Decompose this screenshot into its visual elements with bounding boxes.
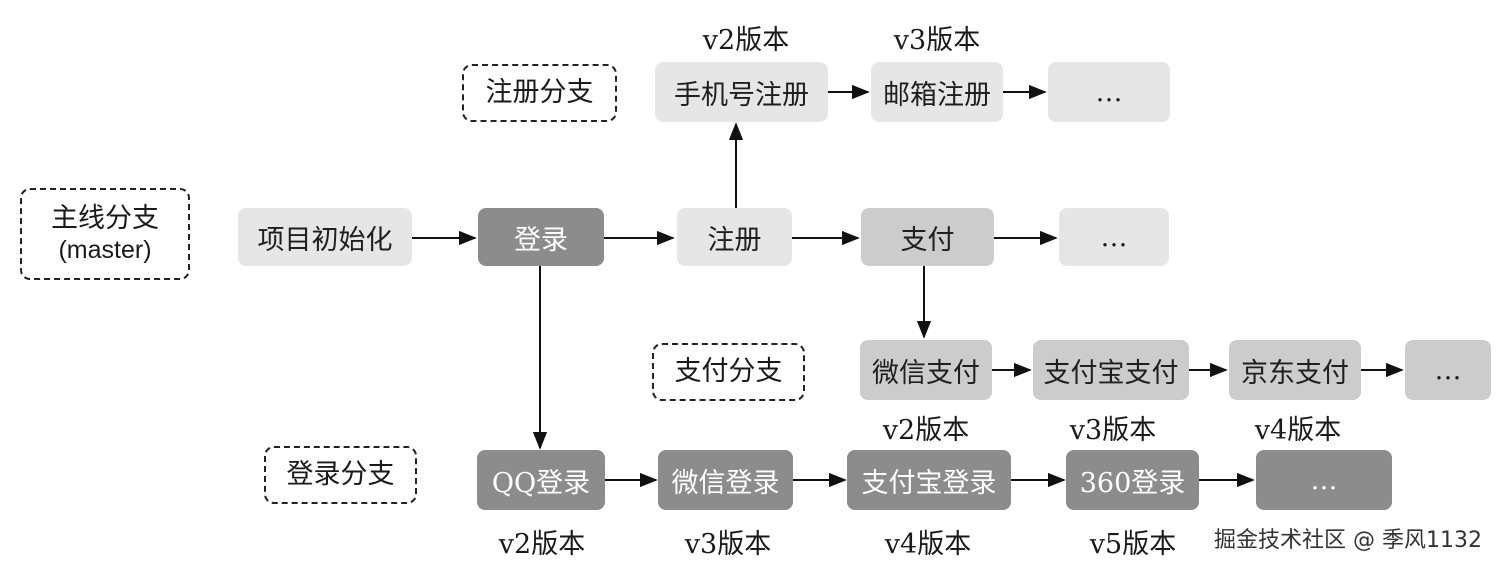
node-email-register: 邮箱注册 bbox=[871, 62, 1003, 122]
node-wechat-pay: 微信支付 bbox=[860, 340, 992, 400]
node-phone-register: 手机号注册 bbox=[655, 62, 828, 122]
node-login-more: … bbox=[1256, 450, 1392, 510]
node-project-init: 项目初始化 bbox=[238, 208, 412, 266]
login-branch-label: 登录分支 bbox=[264, 446, 417, 504]
node-payment: 支付 bbox=[861, 208, 994, 266]
version-label: v4版本 bbox=[1254, 415, 1342, 446]
version-label: v3版本 bbox=[684, 529, 772, 560]
node-register: 注册 bbox=[677, 208, 792, 266]
node-payment-more: … bbox=[1405, 340, 1491, 400]
version-label: v2版本 bbox=[702, 25, 790, 56]
node-jd-pay: 京东支付 bbox=[1229, 340, 1361, 400]
node-360-login: 360登录 bbox=[1066, 450, 1199, 510]
register-branch-label: 注册分支 bbox=[462, 64, 617, 122]
node-main-more: … bbox=[1059, 208, 1169, 266]
payment-branch-text: 支付分支 bbox=[674, 356, 783, 388]
main-branch-label: 主线分支 (master) bbox=[20, 188, 190, 280]
node-alipay-login: 支付宝登录 bbox=[847, 450, 1011, 510]
watermark: 掘金技术社区 @ 季风1132 bbox=[1214, 528, 1482, 553]
version-label: v2版本 bbox=[498, 529, 586, 560]
main-branch-subtitle: (master) bbox=[58, 236, 152, 265]
node-alipay-pay: 支付宝支付 bbox=[1033, 340, 1189, 400]
version-label: v3版本 bbox=[1069, 415, 1157, 446]
node-qq-login: QQ登录 bbox=[477, 450, 605, 510]
node-wechat-login: 微信登录 bbox=[658, 450, 793, 510]
version-label: v5版本 bbox=[1089, 529, 1177, 560]
version-label: v2版本 bbox=[882, 415, 970, 446]
node-register-more: … bbox=[1048, 62, 1170, 122]
login-branch-text: 登录分支 bbox=[286, 459, 395, 491]
node-login: 登录 bbox=[478, 208, 604, 266]
version-label: v3版本 bbox=[893, 25, 981, 56]
payment-branch-label: 支付分支 bbox=[652, 343, 805, 401]
version-label: v4版本 bbox=[884, 529, 972, 560]
main-branch-title: 主线分支 bbox=[51, 202, 159, 234]
register-branch-text: 注册分支 bbox=[485, 77, 594, 109]
